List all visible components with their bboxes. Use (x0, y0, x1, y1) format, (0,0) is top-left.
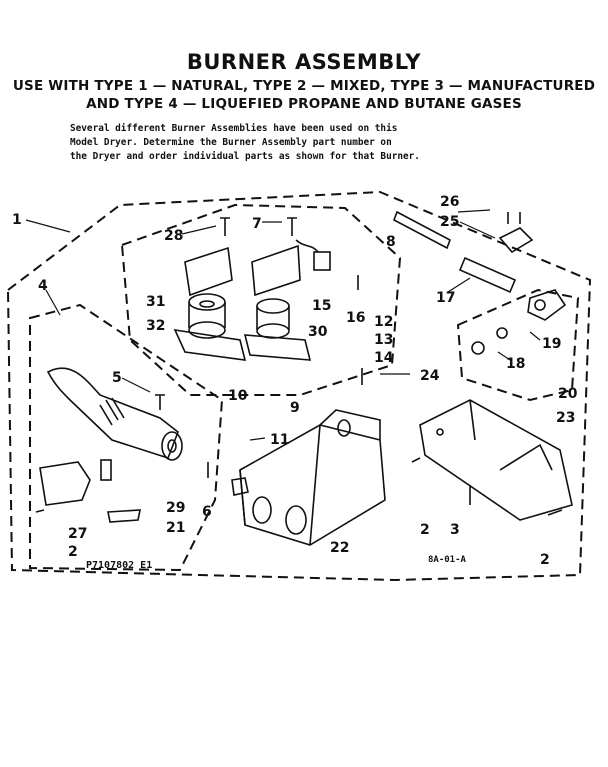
callout-4: 4 (38, 278, 48, 294)
callout-20: 20 (558, 386, 578, 402)
gas-type-note-line-1: USE WITH TYPE 1 — NATURAL, TYPE 2 — MIXE… (12, 78, 596, 94)
description-line-2: Model Dryer. Determine the Burner Assemb… (70, 137, 392, 148)
callout-2-center: 2 (420, 522, 430, 538)
callout-22: 22 (330, 540, 349, 556)
callout-24: 24 (420, 368, 440, 384)
callout-17: 17 (436, 290, 455, 306)
burner-assembly-outline (6, 190, 592, 582)
sheet-code: 8A-01-A (428, 555, 467, 565)
wire-lead (295, 239, 319, 253)
callout-12: 12 (374, 314, 393, 330)
callout-6: 6 (202, 504, 212, 520)
description-line-3: the Dryer and order individual parts as … (70, 151, 420, 162)
callout-15: 15 (312, 298, 331, 314)
igniter-tube (458, 256, 517, 294)
callout-3: 3 (450, 522, 460, 538)
callout-13: 13 (374, 332, 393, 348)
callout-9: 9 (290, 400, 300, 416)
mounting-bracket (419, 399, 573, 521)
coil-left (173, 246, 247, 361)
page-title: BURNER ASSEMBLY (186, 50, 422, 74)
callout-5: 5 (112, 370, 122, 386)
callout-27: 27 (68, 526, 87, 542)
callout-19: 19 (542, 336, 561, 352)
igniter-group-outline (456, 288, 580, 402)
callout-18: 18 (506, 356, 525, 372)
callout-28: 28 (164, 228, 183, 244)
igniter-bracket (471, 227, 567, 355)
callout-25: 25 (440, 214, 459, 230)
callout-23: 23 (556, 410, 575, 426)
description-line-1: Several different Burner Assemblies have… (70, 123, 398, 134)
gas-type-note-line-2: AND TYPE 4 — LIQUEFIED PROPANE AND BUTAN… (86, 96, 522, 112)
coil-right (243, 244, 312, 361)
callout-2-right: 2 (540, 552, 550, 568)
callout-1: 1 (12, 212, 22, 228)
callout-16: 16 (346, 310, 365, 326)
callout-32: 32 (146, 318, 165, 334)
screws (35, 212, 563, 516)
orifice-bracket (39, 459, 141, 523)
callout-21: 21 (166, 520, 185, 536)
gas-valve-body (231, 409, 386, 546)
callout-29: 29 (166, 500, 185, 516)
callout-31: 31 (146, 294, 165, 310)
terminal-block (313, 251, 331, 271)
callout-8: 8 (386, 234, 396, 250)
burner-tube-group-outline (29, 303, 224, 572)
callout-2-left: 2 (68, 544, 78, 560)
valve-coil-group-outline (120, 203, 402, 396)
callout-30: 30 (308, 324, 328, 340)
callout-11: 11 (270, 432, 289, 448)
callout-26: 26 (440, 194, 459, 210)
flame-sensor-rod (393, 210, 451, 250)
figure-code: P7107802 E1 (86, 560, 152, 571)
callout-14: 14 (374, 350, 394, 366)
callout-7: 7 (252, 216, 262, 232)
burner-tube (46, 367, 183, 461)
callout-10: 10 (228, 388, 248, 404)
